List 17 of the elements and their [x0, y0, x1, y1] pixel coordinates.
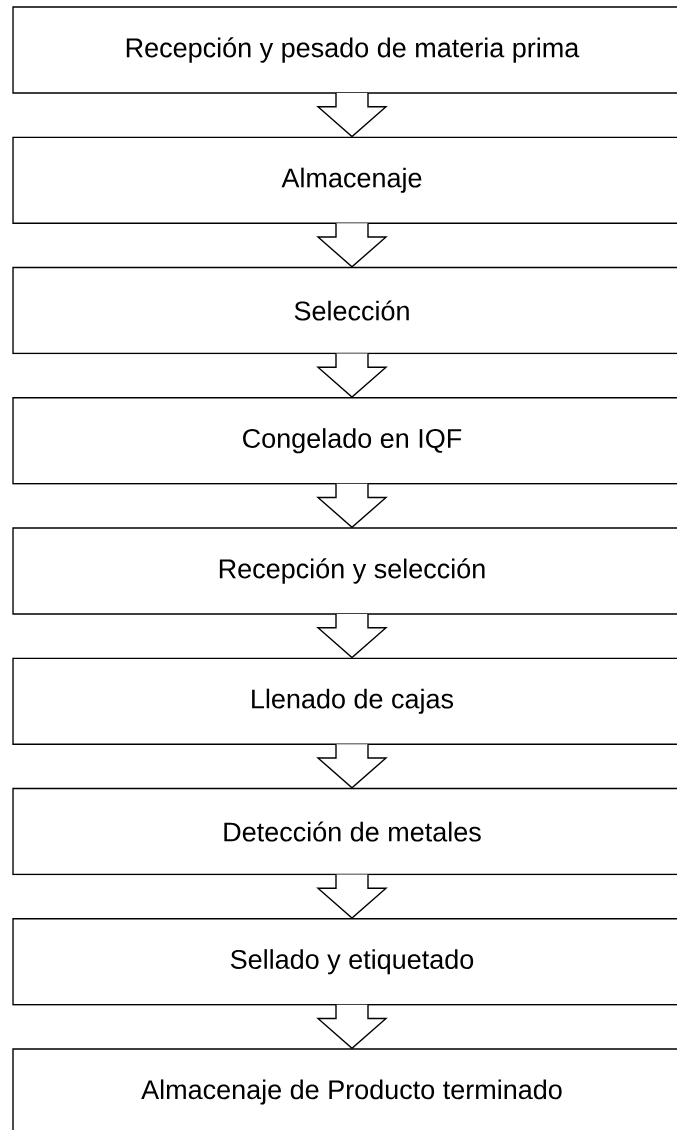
- block-arrow: [316, 1003, 388, 1050]
- block-arrow: [316, 92, 388, 138]
- process-box: Selección: [12, 266, 677, 355]
- process-box: Congelado en IQF: [12, 397, 677, 485]
- process-box: Almacenaje: [12, 136, 677, 224]
- process-box: Detección de metales: [12, 787, 677, 876]
- process-box: Llenado de cajas: [12, 657, 677, 745]
- block-arrow: [316, 482, 388, 529]
- process-box: Recepción y selección: [12, 527, 677, 615]
- process-box: Almacenaje de Producto terminado: [12, 1048, 677, 1130]
- process-box: Recepción y pesado de materia prima: [12, 6, 677, 94]
- block-arrow: [316, 222, 388, 268]
- block-arrow: [316, 743, 388, 789]
- block-arrow: [316, 873, 388, 919]
- block-arrow: [316, 352, 388, 398]
- block-arrow: [316, 613, 388, 659]
- process-box: Sellado y etiquetado: [12, 918, 677, 1006]
